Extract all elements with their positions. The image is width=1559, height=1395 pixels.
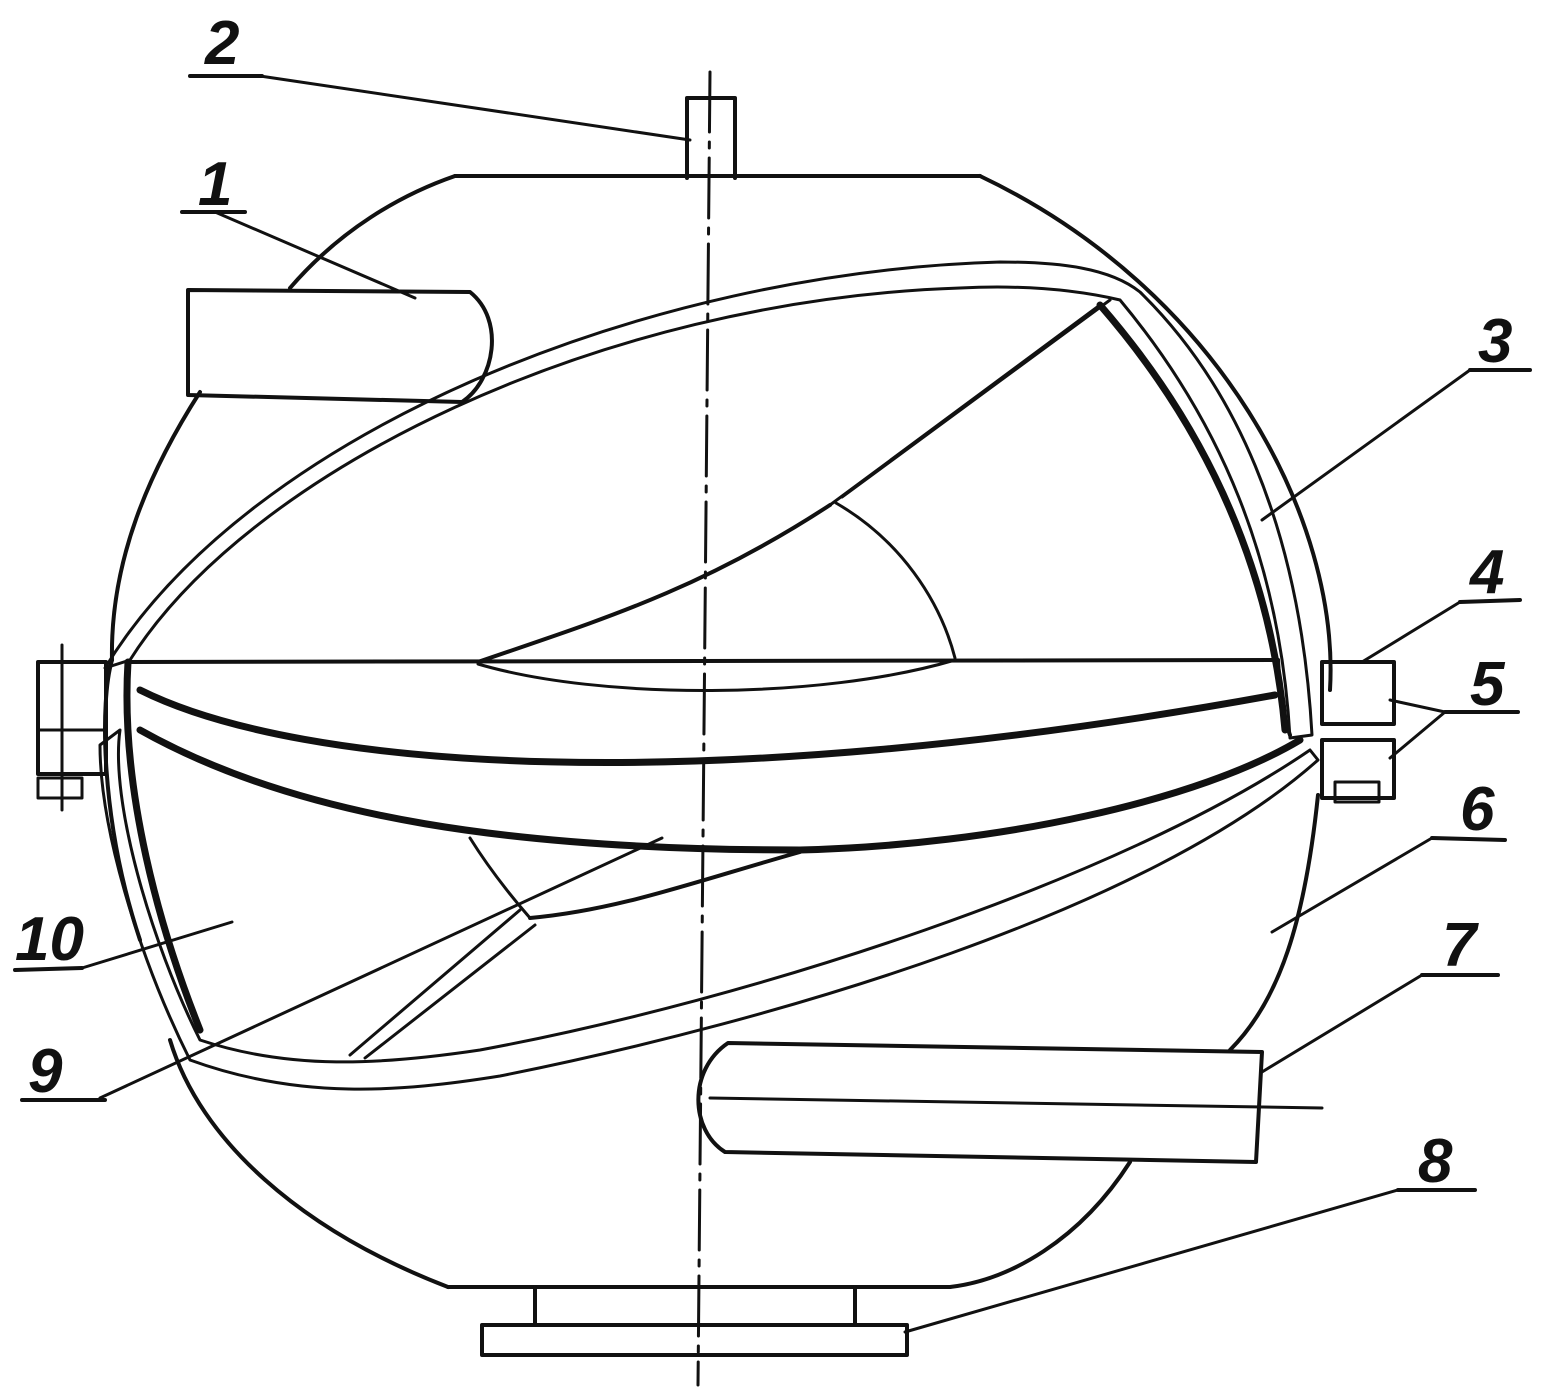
callout-4: 4 <box>1468 538 1504 607</box>
callout-10: 10 <box>15 905 84 974</box>
valve-body-outline <box>103 174 1333 1289</box>
valve-stem <box>685 96 737 180</box>
ball-core <box>123 298 1304 1060</box>
center-axis-line <box>696 70 712 1387</box>
callout-9: 9 <box>28 1037 63 1106</box>
lower-hatched-shell <box>98 728 1320 1091</box>
callout-leaders <box>13 74 1532 1334</box>
callout-labels: 1 2 3 4 5 6 7 8 9 10 <box>15 9 1512 1196</box>
callout-3: 3 <box>1478 307 1512 376</box>
inlet-pipe <box>186 288 494 404</box>
callout-7: 7 <box>1442 911 1479 980</box>
left-trunnion <box>36 643 108 812</box>
base-plate <box>480 1285 909 1357</box>
outlet-pipe <box>696 1041 1324 1164</box>
callout-8: 8 <box>1418 1127 1453 1196</box>
callout-2: 2 <box>204 9 239 78</box>
callout-6: 6 <box>1460 775 1495 844</box>
callout-1: 1 <box>198 150 232 219</box>
callout-5: 5 <box>1470 650 1506 719</box>
right-trunnion <box>1320 660 1396 804</box>
upper-hatched-shell <box>103 260 1314 740</box>
